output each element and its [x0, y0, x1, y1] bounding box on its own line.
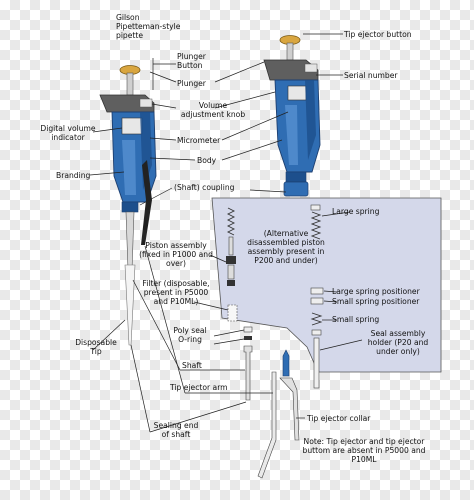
body-label: Body [197, 156, 217, 165]
small-spring [310, 312, 323, 326]
tip-ejector-collar-label: Tip ejector collar [306, 414, 371, 423]
shaft-label: Shaft [182, 361, 202, 370]
tip-ejector-collar [282, 349, 290, 377]
shaft-exploded [243, 345, 253, 401]
left-pipette [99, 65, 157, 346]
large-spring [310, 211, 322, 240]
disposable-tip-left [124, 264, 136, 346]
tip-ejector-arm-exploded [257, 371, 277, 479]
tip-ejector-arm-label: Tip ejector arm [169, 383, 228, 392]
right-pipette [263, 35, 321, 197]
tip-ejector-button-label: Tip ejector button [343, 30, 412, 39]
leader-lines [89, 33, 363, 433]
plunger-rod-left [126, 72, 134, 96]
poly-seal [243, 326, 253, 333]
small-spring-positioner [310, 297, 324, 305]
large-spring-positioner-label: Large spring positioner [332, 287, 421, 296]
exploded-parts [226, 204, 324, 479]
micrometer-label: Micrometer [177, 136, 221, 145]
small-spring-positioner-label: Small spring positioner [332, 297, 420, 306]
shaft-coupling-label: (Shaft) coupling [174, 183, 235, 192]
shaft-left [125, 211, 135, 271]
branding-label: Branding [56, 171, 91, 180]
filter [227, 304, 238, 322]
seal-assembly-holder [313, 337, 320, 389]
large-spring-label: Large spring [332, 207, 380, 216]
plunger-label: Plunger [177, 79, 207, 88]
o-ring [244, 336, 252, 340]
small-spring-label: Small spring [332, 315, 379, 324]
serial-number-label: Serial number [344, 71, 398, 80]
large-spring-positioner [310, 287, 324, 295]
